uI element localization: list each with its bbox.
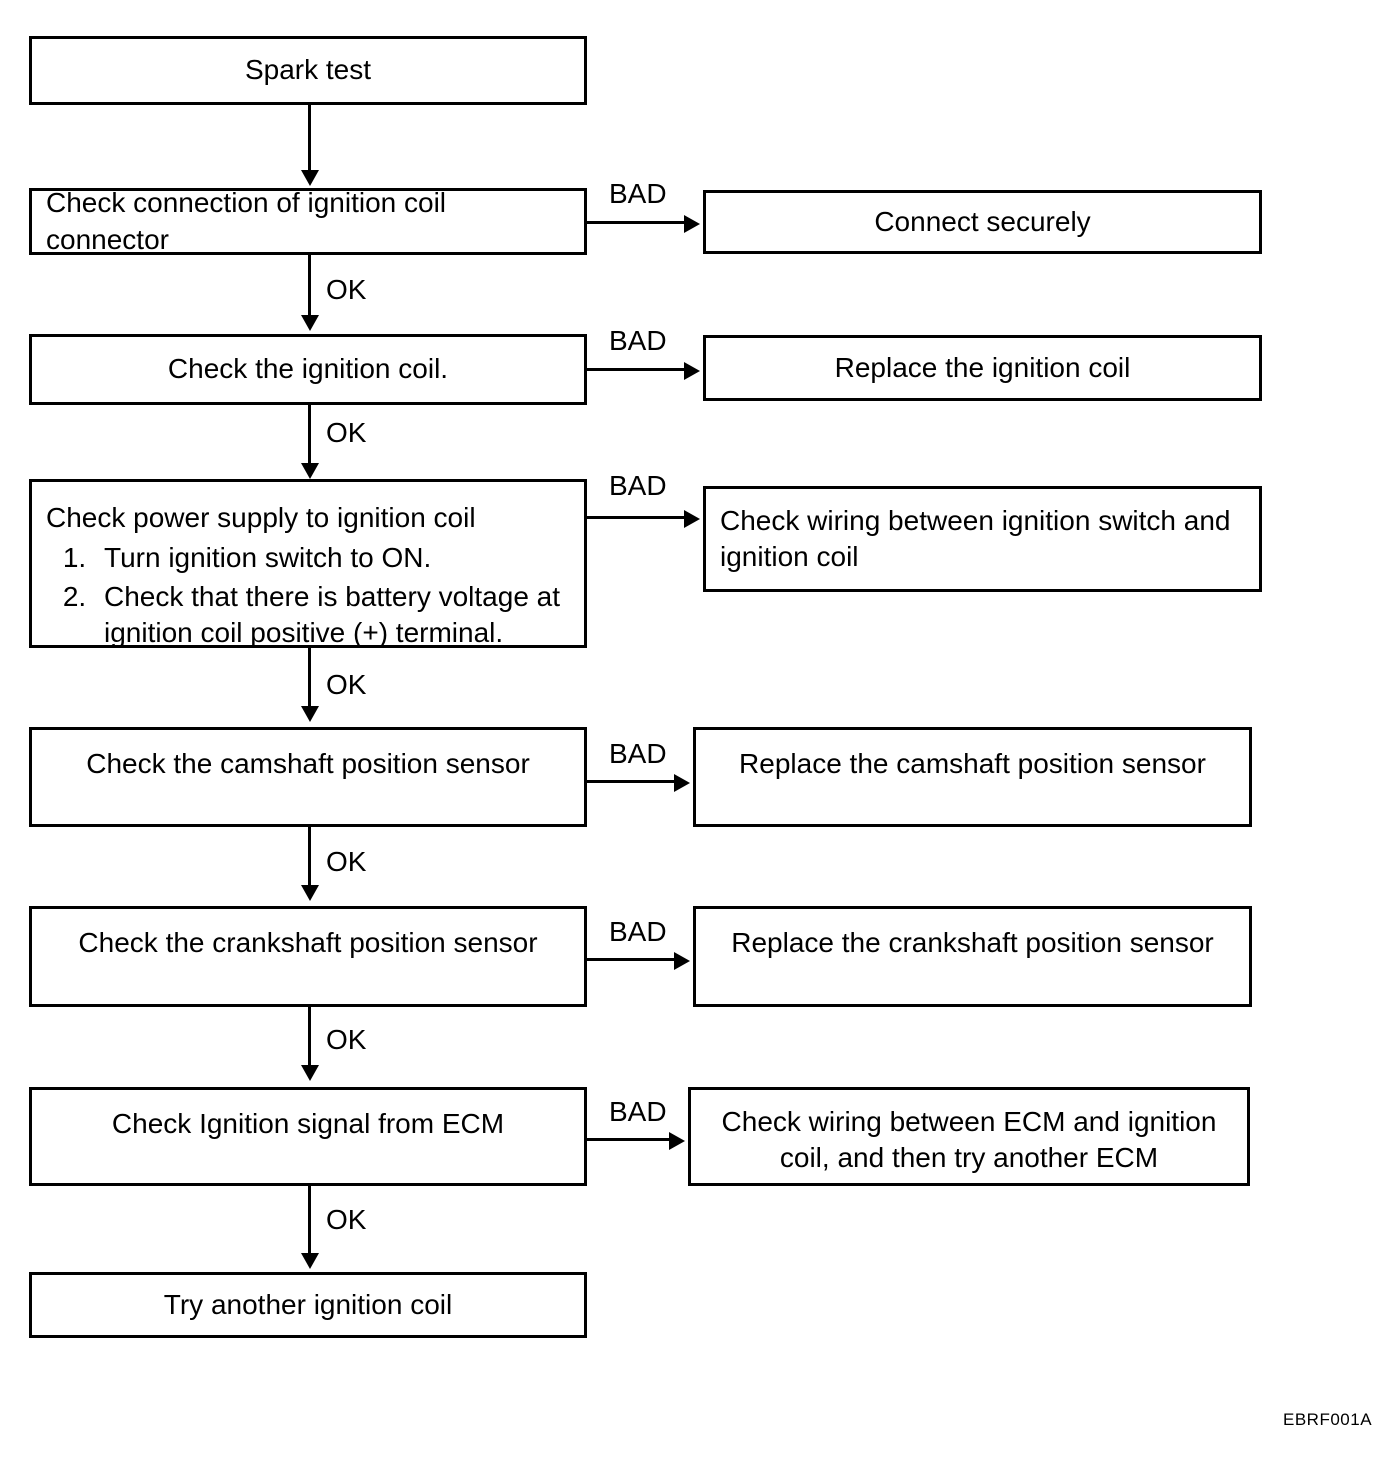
node-check-ecm-signal: Check Ignition signal from ECM: [29, 1087, 587, 1186]
node-check-power-supply: Check power supply to ignition coil Turn…: [29, 479, 587, 648]
arrowhead-right-4: [674, 774, 690, 792]
arrowhead-right-2: [684, 362, 700, 380]
arrowhead-down-5: [301, 885, 319, 901]
node-check-connector: Check connection of ignition coil connec…: [29, 187, 587, 255]
connector-bad-3: [587, 516, 685, 519]
arrowhead-right-5: [674, 952, 690, 970]
connector-ok-2: [308, 405, 311, 467]
node-replace-ignition-coil-label: Replace the ignition coil: [834, 351, 1131, 383]
connector-ok-4: [308, 827, 311, 889]
edge-label-ok-5: OK: [326, 1024, 367, 1055]
arrowhead-down-7: [301, 1253, 319, 1269]
edge-label-bad-6: BAD: [609, 1096, 667, 1127]
edge-label-bad-2: BAD: [609, 325, 667, 356]
edge-label-bad-4: BAD: [609, 738, 667, 769]
edge-label-bad-1: BAD: [609, 178, 667, 209]
edge-label-bad-3: BAD: [609, 470, 667, 501]
node-spark-test-label: Spark test: [244, 54, 372, 86]
power-supply-step-2: Check that there is battery voltage at i…: [94, 579, 570, 652]
arrowhead-right-3: [684, 510, 700, 528]
node-replace-ignition-coil: Replace the ignition coil: [703, 335, 1262, 401]
node-check-camshaft-sensor: Check the camshaft position sensor: [29, 727, 587, 827]
arrowhead-down-3: [301, 463, 319, 479]
node-try-another-coil-label: Try another ignition coil: [163, 1288, 453, 1320]
node-replace-camshaft-sensor-label: Replace the camshaft position sensor: [739, 748, 1206, 779]
node-connect-securely-label: Connect securely: [874, 205, 1091, 237]
connector-bad-1: [587, 221, 685, 224]
node-connect-securely: Connect securely: [703, 190, 1262, 254]
arrowhead-right-1: [684, 215, 700, 233]
node-check-wiring-ecm: Check wiring between ECM and ignition co…: [688, 1087, 1250, 1186]
connector-ok-5: [308, 1007, 311, 1069]
power-supply-step-list: Turn ignition switch to ON. Check that t…: [46, 540, 570, 651]
connector-bad-2: [587, 368, 685, 371]
edge-label-ok-6: OK: [326, 1204, 367, 1235]
connector-start-to-check-connector: [308, 105, 311, 172]
node-check-wiring-ecm-label: Check wiring between ECM and ignition co…: [721, 1106, 1217, 1174]
connector-bad-4: [587, 780, 675, 783]
node-check-crankshaft-sensor-label: Check the crankshaft position sensor: [78, 927, 538, 958]
arrowhead-right-6: [669, 1132, 685, 1150]
edge-label-ok-4: OK: [326, 846, 367, 877]
node-spark-test: Spark test: [29, 36, 587, 105]
edge-label-ok-1: OK: [326, 274, 367, 305]
connector-bad-6: [587, 1138, 670, 1141]
node-check-wiring-ignition-switch: Check wiring between ignition switch and…: [703, 486, 1262, 592]
edge-label-ok-2: OK: [326, 417, 367, 448]
connector-ok-3: [308, 648, 311, 710]
node-check-wiring-ignition-switch-label: Check wiring between ignition switch and…: [720, 504, 1231, 572]
node-check-ignition-coil: Check the ignition coil.: [29, 334, 587, 405]
arrowhead-down-2: [301, 315, 319, 331]
node-try-another-coil: Try another ignition coil: [29, 1272, 587, 1338]
node-replace-crankshaft-sensor: Replace the crankshaft position sensor: [693, 906, 1252, 1007]
arrowhead-down-4: [301, 706, 319, 722]
node-replace-camshaft-sensor: Replace the camshaft position sensor: [693, 727, 1252, 827]
connector-bad-5: [587, 958, 675, 961]
node-check-ignition-coil-label: Check the ignition coil.: [167, 353, 449, 385]
connector-ok-6: [308, 1186, 311, 1256]
node-check-camshaft-sensor-label: Check the camshaft position sensor: [86, 748, 530, 779]
node-check-crankshaft-sensor: Check the crankshaft position sensor: [29, 906, 587, 1007]
node-replace-crankshaft-sensor-label: Replace the crankshaft position sensor: [731, 927, 1214, 958]
edge-label-bad-5: BAD: [609, 916, 667, 947]
power-supply-step-1: Turn ignition switch to ON.: [94, 540, 570, 576]
arrowhead-down-6: [301, 1065, 319, 1081]
arrowhead-down-1: [301, 170, 319, 186]
connector-ok-1: [308, 255, 311, 317]
node-check-connector-label: Check connection of ignition coil connec…: [46, 187, 447, 255]
node-check-power-supply-heading: Check power supply to ignition coil: [46, 502, 476, 533]
figure-code: EBRF001A: [1283, 1410, 1373, 1429]
edge-label-ok-3: OK: [326, 669, 367, 700]
node-check-ecm-signal-label: Check Ignition signal from ECM: [111, 1108, 505, 1139]
